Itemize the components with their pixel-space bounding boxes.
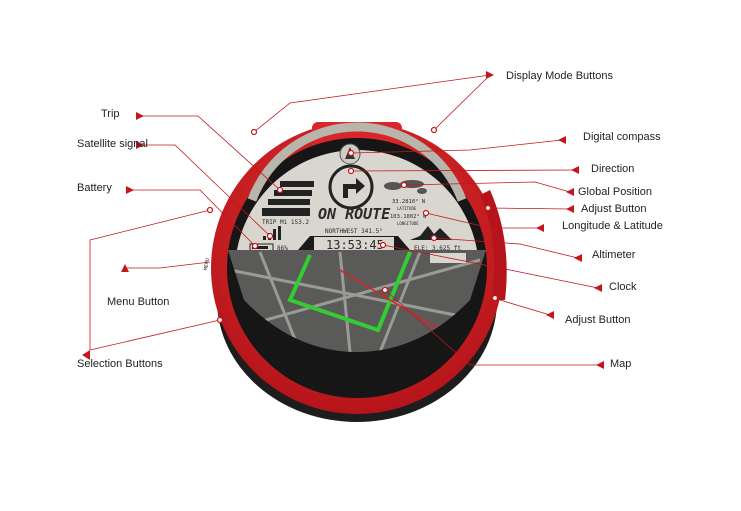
label-battery: Battery xyxy=(77,182,112,194)
label-adjust-button-top: Adjust Button xyxy=(581,203,646,215)
route-status: ON ROUTE xyxy=(318,205,391,223)
label-clock: Clock xyxy=(609,281,637,293)
trip-readout: TRIP Mi 153.2 xyxy=(262,219,309,226)
callout-markers xyxy=(82,71,604,369)
heading-readout: NORTHWEST 341.5° xyxy=(325,228,383,235)
battery-percent: 86% xyxy=(277,245,288,252)
label-adjust-button-bottom: Adjust Button xyxy=(565,314,630,326)
longitude-label: LONGITUDE xyxy=(397,221,419,226)
label-display-mode-buttons: Display Mode Buttons xyxy=(506,70,613,82)
altimeter-mountain-icon xyxy=(410,226,452,240)
label-map: Map xyxy=(610,358,631,370)
route-line xyxy=(287,251,412,333)
label-direction: Direction xyxy=(591,163,634,175)
clock-time: 13:53:45 xyxy=(326,238,384,252)
elevation-readout: ELE: 3,625 ft xyxy=(414,245,461,252)
compass-scale xyxy=(247,122,467,202)
turn-arrow-icon xyxy=(343,178,365,198)
lcd-screen xyxy=(237,150,477,250)
adjust-button-right[interactable] xyxy=(480,190,507,300)
label-digital-compass: Digital compass xyxy=(583,131,661,143)
label-menu-button: Menu Button xyxy=(107,296,169,308)
label-selection-buttons: Selection Buttons xyxy=(77,358,163,370)
trip-bars xyxy=(262,181,314,216)
latitude-label: LATITUDE xyxy=(397,206,417,211)
longitude-value: 103.1002° W xyxy=(390,214,427,220)
label-trip: Trip xyxy=(101,108,120,120)
label-altimeter: Altimeter xyxy=(592,249,636,261)
label-longitude-latitude: Longitude & Latitude xyxy=(562,220,663,232)
callout-dots xyxy=(206,126,499,324)
direction-arrow-icon xyxy=(328,164,374,210)
clock-display xyxy=(314,237,394,251)
latitude-value: 33.2810° N xyxy=(392,199,425,205)
label-satellite-signal: Satellite signal xyxy=(77,138,148,150)
callout-lines xyxy=(89,74,600,366)
label-global-position: Global Position xyxy=(578,186,652,198)
menu-button-text: MENU xyxy=(203,258,211,271)
